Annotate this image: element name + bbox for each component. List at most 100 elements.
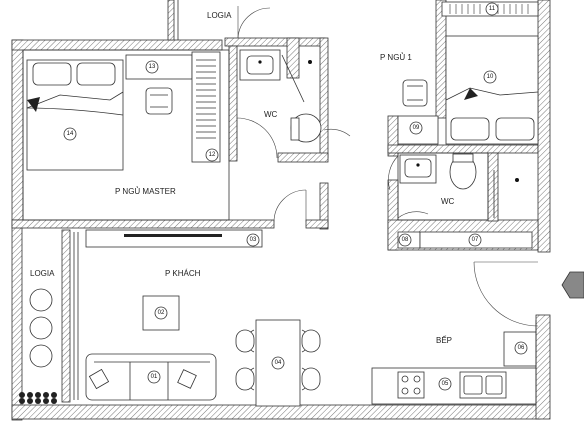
item-marker-07: 07 [468,233,482,247]
entrance-arrow-icon [561,271,584,299]
cooktop [397,371,425,399]
shelves-12 [191,51,221,163]
master-room-outline [22,49,230,221]
svg-text:08: 08 [402,237,409,243]
wall-top-master [11,39,223,51]
wc2-sink [404,158,432,178]
wall-bed1-inner [435,0,447,119]
living-room [73,229,321,407]
item-marker-03: 03 [246,233,260,247]
label-wc-2: WC [441,197,455,206]
item-marker-04: 04 [271,356,285,370]
wall-logia-top-post [167,0,175,41]
wc2-door [397,211,429,219]
item-marker-02: 02 [154,306,168,320]
pillow-right [76,62,116,86]
duvet-corner [27,97,40,112]
svg-text:11: 11 [489,6,496,12]
label-logia-top: LOGIA [207,11,232,20]
wall-right-lower [319,182,329,230]
tv [124,234,222,237]
wall-right-upper [537,0,551,253]
cushion-left [88,368,110,390]
wardrobe-13 [125,54,193,80]
item-marker-08: 08 [398,233,412,247]
dining-chair-2 [235,367,255,391]
item-markers: 01 02 03 04 05 06 07 08 09 10 11 12 13 1… [63,2,528,391]
item-marker-14: 14 [63,127,77,141]
label-master-bedroom: P NGỦ MASTER [115,187,176,196]
wall-logia-separator [61,229,71,403]
logia-door [237,7,271,39]
wall-wc1-right [319,37,329,159]
dining-chair-3 [301,329,321,353]
item-marker-09: 09 [409,121,423,135]
svg-text:07: 07 [472,237,479,243]
svg-text:10: 10 [487,74,494,80]
wc2-toilet-tank [452,153,474,163]
bed1-pillow-right [495,117,535,141]
bed1-pillow-left [450,117,490,141]
wall-master-bottom-right [305,219,329,229]
bedroom-1 [388,1,539,191]
master-chair [145,87,173,115]
tv-cabinet-03 [85,229,263,248]
logia-chair-1 [29,288,53,312]
wall-master-bottom [11,219,275,229]
walls [11,0,551,421]
svg-text:13: 13 [149,64,156,70]
svg-text:09: 09 [413,125,420,131]
svg-text:04: 04 [275,360,282,366]
label-kitchen: BẾP [436,335,452,345]
logia-chair-2 [29,316,53,340]
room-labels: LOGIA P NGỦ 1 WC WC P NGỦ MASTER P KHÁCH… [30,11,455,345]
label-wc-1: WC [264,110,278,119]
item-marker-05: 05 [438,377,452,391]
wc1-shower-screen [281,54,305,103]
svg-text:06: 06 [518,345,525,351]
item-marker-06: 06 [514,341,528,355]
wall-left-logia [11,219,23,421]
bed1-chair [402,79,428,107]
master-entry-door [273,189,307,223]
label-logia-left: LOGIA [30,269,55,278]
kitchen [371,320,537,405]
logia-plants [19,392,57,404]
svg-text:14: 14 [67,131,74,137]
wall-wc1-bottom [277,152,329,163]
wc1-toilet-tank [290,117,300,141]
left-logia [19,288,57,404]
dining-chair-4 [301,367,321,391]
label-living-room: P KHÁCH [165,269,201,278]
wall-left-master [11,39,24,221]
wc1-door [323,128,351,137]
item-marker-13: 13 [145,60,159,74]
top-logia [177,0,271,40]
item-marker-10: 10 [483,70,497,84]
wall-top-wc1 [224,37,326,47]
cushion-right [177,369,197,389]
wc1-sink [246,55,274,75]
fridge-06 [503,331,537,367]
svg-text:05: 05 [442,381,449,387]
pillow-left [32,62,72,86]
wall-wc1-left [228,45,238,162]
item-marker-01: 01 [147,370,161,384]
logia-chair-3 [29,344,53,368]
wc2-outline [397,152,489,221]
wall-wc2-mid [487,152,499,222]
dining-chair-1 [235,329,255,353]
item-marker-11: 11 [485,2,499,16]
wc1 [239,49,351,143]
bed1-door [388,155,399,191]
item-marker-12: 12 [205,148,219,162]
wall-bottom [11,404,541,420]
svg-text:02: 02 [158,310,165,316]
master-door-swing [236,117,278,159]
kitchen-counter [371,367,537,405]
wc2 [397,153,533,249]
wall-kitchen-right [535,314,551,420]
svg-text:12: 12 [209,152,216,158]
wall-wc1-top-stub [286,37,300,79]
